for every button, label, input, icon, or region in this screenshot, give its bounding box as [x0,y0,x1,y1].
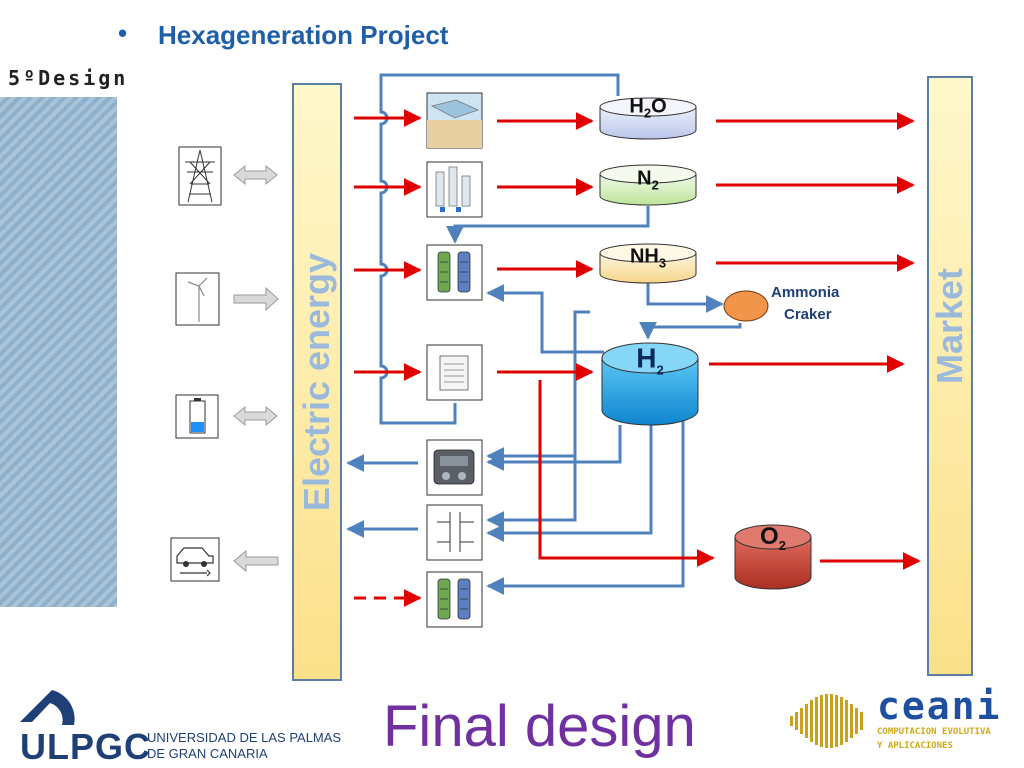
o2-tank [734,524,812,590]
ammonia-cracker-node [723,290,769,322]
cracker-label-line1: Ammonia [771,284,840,301]
ceani-subtitle-line1: COMPUTACION EVOLUTIVA [877,727,991,737]
h2o-tank-label: H2O [629,95,667,121]
ulpgc-logo-icon [20,690,75,725]
final-design-title: Final design [383,694,696,759]
fuel-cell-icon [426,504,483,561]
cracker-label-line2: Craker [784,306,832,323]
wind-supply-arrow [233,286,279,312]
battery-bidirectional-arrow [233,405,278,427]
nh3-tank [599,243,697,284]
ulpgc-logo-text: ULPGC [20,726,151,767]
electrolyzer-icon [426,344,483,401]
h2-tank-label: H2 [636,342,664,378]
blue-flow-lines [346,73,742,595]
ceani-logo-text: ceani [877,684,1002,728]
ceani-logo-icon [790,694,863,748]
n2-tank [599,164,697,206]
n2-tank-label: N2 [637,167,659,193]
bullet: • [118,18,128,48]
car-consumption-arrow [233,549,279,573]
power-tower-icon [178,146,222,206]
electric-car-icon [170,537,220,582]
o2-tank-label: O2 [760,523,786,553]
red-flow-lines [354,109,921,607]
h2-tank [601,342,699,426]
engine-icon [426,439,483,496]
ceani-subtitle-line2: Y APLICACIONES [877,741,953,751]
page-title: Hexageneration Project [158,20,449,50]
wind-turbine-icon [175,272,220,326]
university-name-line1: UNIVERSIDAD DE LAS PALMAS [147,730,342,745]
nitrogen-plant-icon [426,161,483,218]
ammonia-reactor-icon [426,244,483,301]
nh3-tank-label: NH3 [629,245,667,271]
university-name-line2: DE GRAN CANARIA [147,746,268,761]
electric-energy-bar [292,83,342,681]
market-bar [927,76,973,676]
h2o-tank [599,97,697,140]
ammonia-reactor-2-icon [426,571,483,628]
grid-bidirectional-arrow [233,164,278,186]
design-label: 5ºDesign [8,66,129,90]
side-decoration-panel [0,97,117,607]
battery-icon [175,394,219,439]
desalination-icon [426,92,483,149]
